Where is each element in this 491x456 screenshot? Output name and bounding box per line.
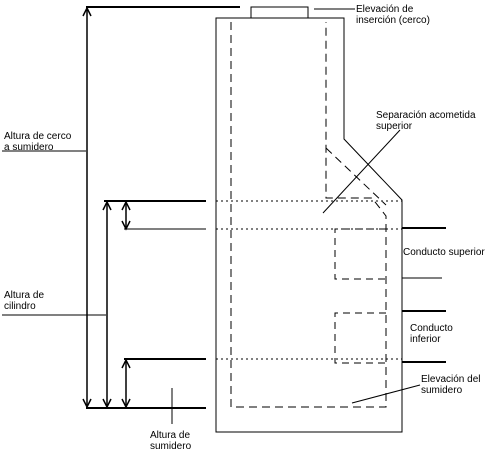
- arrow-frame-up: [82, 6, 92, 17]
- label-conducto-superior: Conducto superior: [403, 247, 485, 258]
- label-altura-sumidero: Altura de sumidero: [150, 430, 192, 452]
- cone-inner-dashed: [325, 147, 387, 206]
- arrow-cylinder-up: [102, 200, 112, 211]
- arrow-frame-down: [82, 398, 92, 409]
- leader-elevacion-sumidero: [351, 384, 421, 404]
- label-altura-cerco: Altura de cerco a sumidero: [4, 131, 72, 153]
- frame-cover: [250, 6, 309, 19]
- lower-pipe-box: [334, 312, 386, 364]
- label-altura-cilindro: Altura de cilindro: [4, 290, 45, 312]
- label-separacion-acometida: Separación acometida superior: [376, 110, 476, 132]
- arrow-sump-down: [121, 398, 131, 409]
- label-conducto-inferior: Conducto inferior: [410, 323, 453, 345]
- leader-separacion: [322, 129, 401, 214]
- inner-wall-dashed: [230, 22, 387, 408]
- arrow-offset-up: [121, 200, 131, 211]
- upper-pipe-box: [334, 228, 386, 280]
- arrow-offset-down: [121, 220, 131, 231]
- arrow-sump-up: [121, 358, 131, 369]
- arrow-cylinder-down: [102, 398, 112, 409]
- label-elevacion-sumidero: Elevación del sumidero: [421, 374, 481, 396]
- label-elevacion-insercion: Elevación de inserción (cerco): [356, 4, 430, 26]
- structure-outline: [215, 17, 403, 433]
